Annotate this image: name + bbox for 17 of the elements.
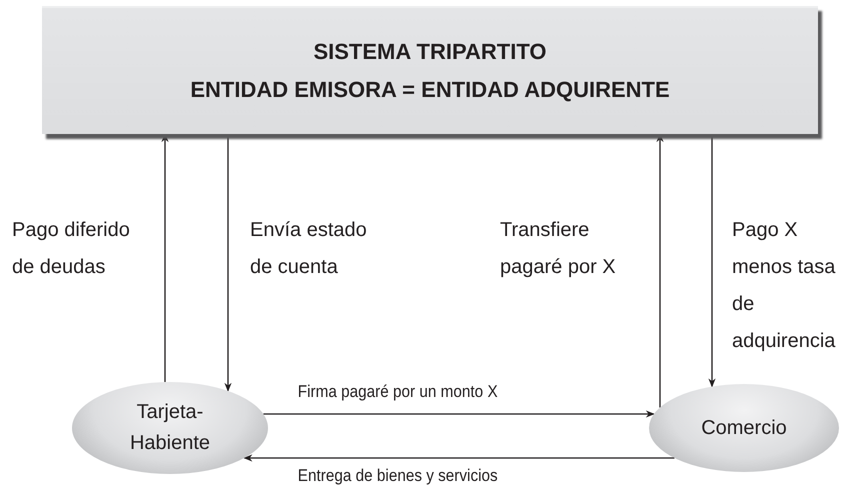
title-line: SISTEMA TRIPARTITO xyxy=(313,38,547,66)
arrow xyxy=(243,454,674,462)
edge-label: Entrega de bienes y servicios xyxy=(296,466,500,486)
arrow xyxy=(161,133,169,382)
node-label: Comercio xyxy=(701,416,787,440)
arrow xyxy=(656,133,664,408)
arrow xyxy=(224,134,232,392)
edge-label: Firma pagaré por un monto X xyxy=(296,382,500,402)
subtitle-line: ENTIDAD EMISORA = ENTIDAD ADQUIRENTE xyxy=(190,76,670,104)
edge-label: Transfiere pagaré por X xyxy=(500,218,617,280)
title-banner xyxy=(42,6,818,134)
edge-label: Pago X menos tasa de adquirencia xyxy=(732,218,836,354)
node-label: Tarjeta- Habiente xyxy=(128,400,212,456)
edge-label: Pago diferido de deudas xyxy=(12,218,131,280)
arrow xyxy=(263,410,655,418)
edge-label: Envía estado de cuenta xyxy=(250,218,368,280)
arrow xyxy=(708,134,716,388)
